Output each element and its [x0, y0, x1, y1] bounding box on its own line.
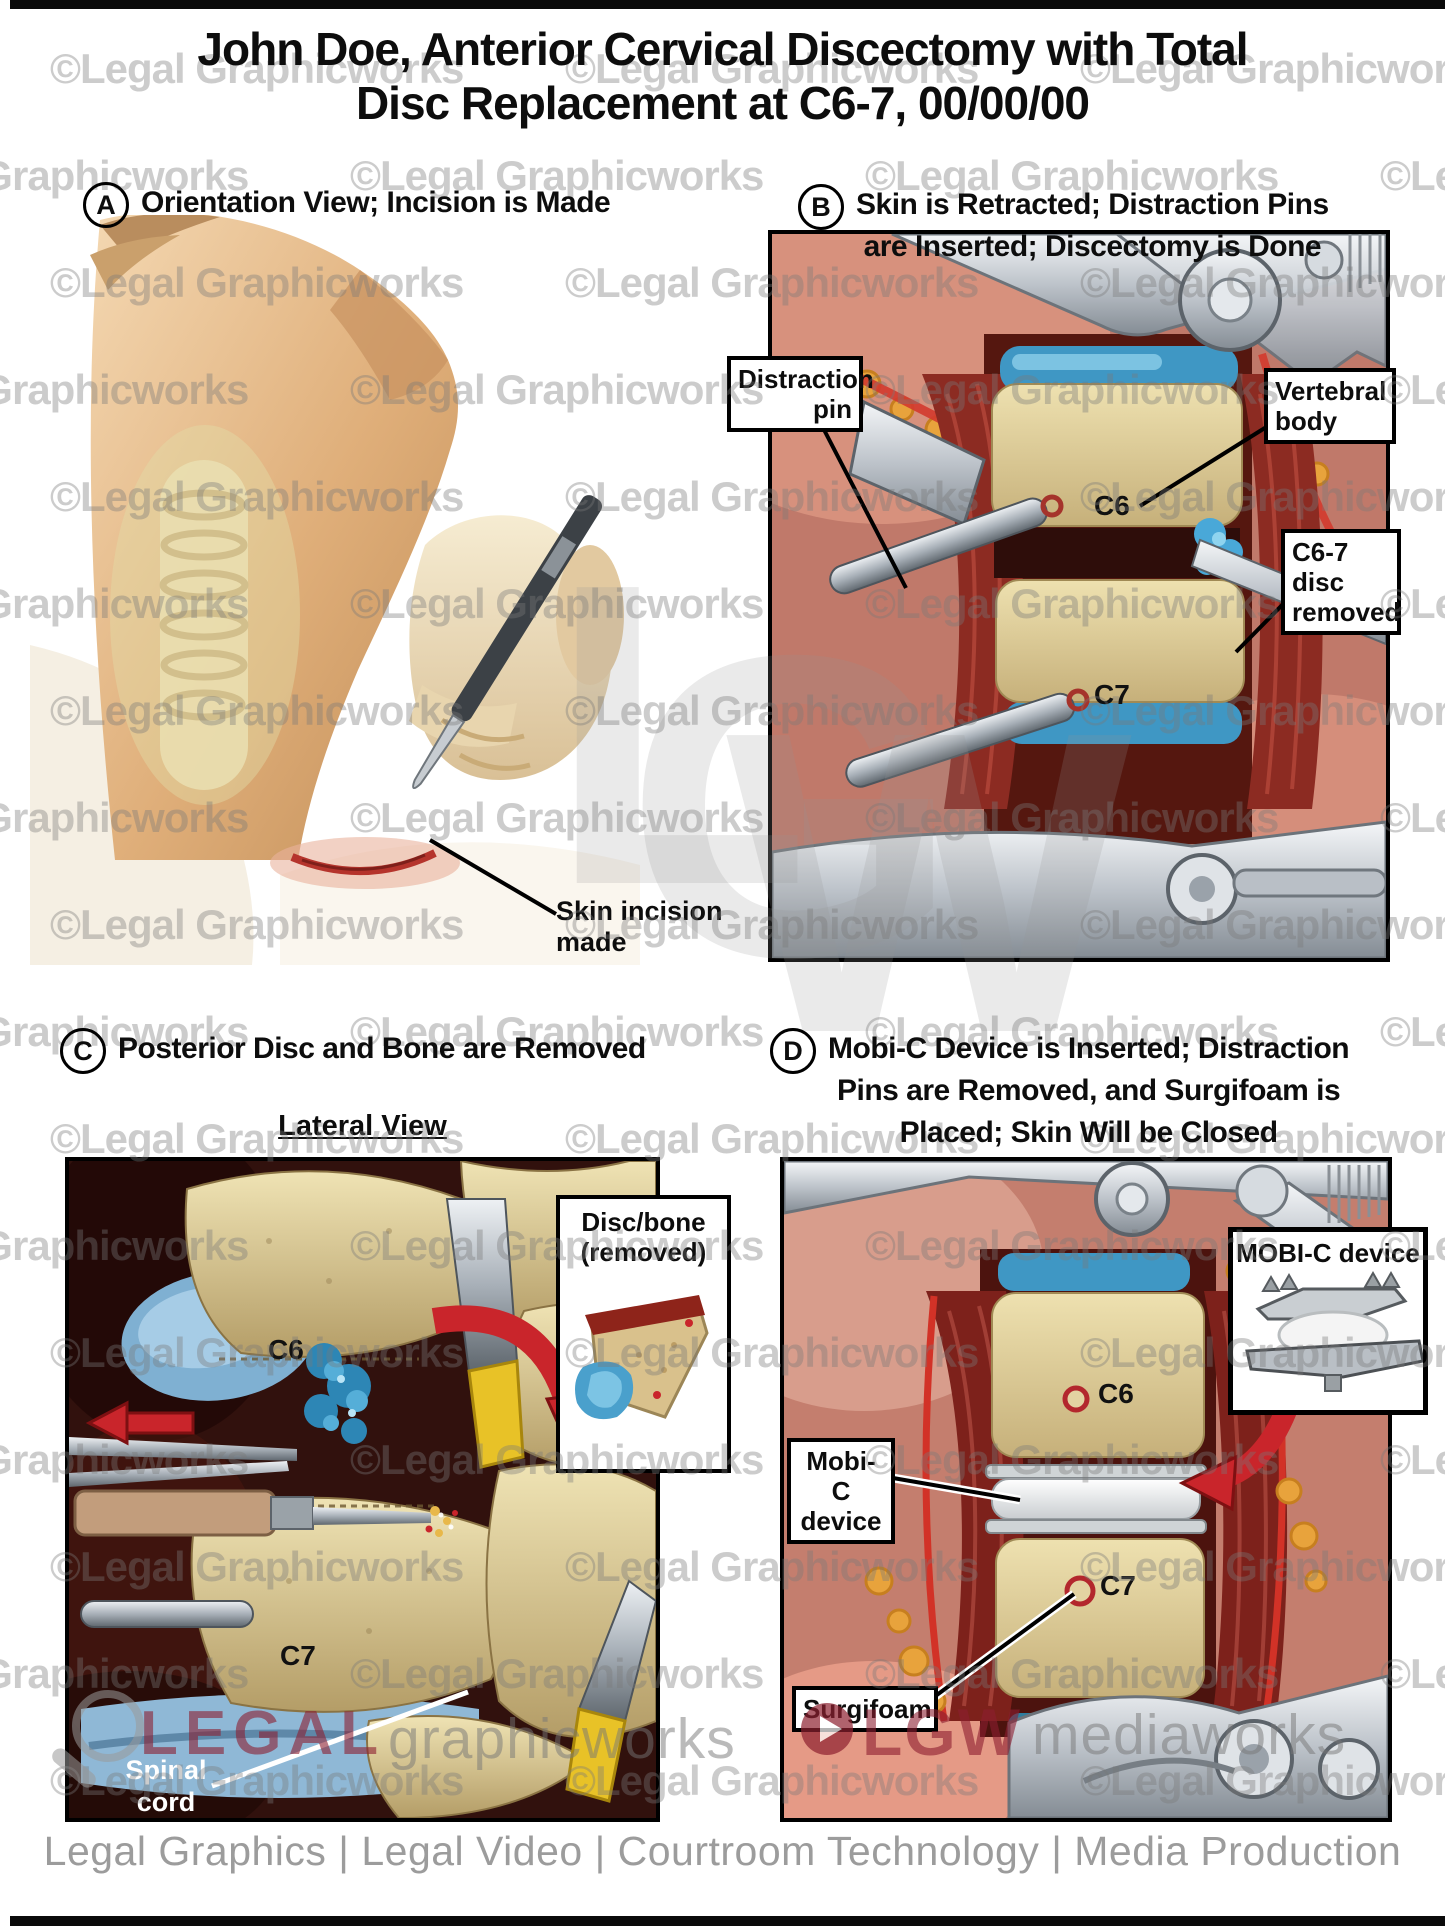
watermark-tile: ©Legal Graphicworks: [1380, 1008, 1445, 1055]
label-mobic-device: Mobi-C device: [787, 1438, 895, 1544]
panel-b-heading-line1: Skin is Retracted; Distraction Pins: [856, 188, 1329, 221]
label-skin-incision: Skin incision made: [556, 896, 723, 957]
label-vertebral-body: Vertebral body: [1264, 368, 1396, 444]
panel-c-heading: Posterior Disc and Bone are Removed: [118, 1032, 646, 1065]
label-c7-panel-b: C7: [1094, 679, 1130, 710]
label-c67-disc-removed: C6-7 disc removed: [1281, 529, 1401, 635]
panel-d-heading-line3: Placed; Skin Will be Closed: [899, 1116, 1279, 1149]
label-disc-bone-removed-inset: Disc/bone (removed): [556, 1195, 731, 1473]
label-c6-panel-b: C6: [1094, 490, 1130, 521]
panel-b-letter-badge: B: [798, 184, 844, 230]
mobic-device-illustration: [1245, 1270, 1425, 1392]
label-c7-panel-c: C7: [280, 1640, 316, 1671]
exhibit-title-line2: Disc Replacement at C6-7, 00/00/00: [355, 77, 1090, 129]
panel-a-header: A Orientation View; Incision is Made: [83, 182, 611, 228]
footer-services-line: Legal Graphics | Legal Video | Courtroom…: [43, 1828, 1402, 1874]
exhibit-title-line1: John Doe, Anterior Cervical Discectomy w…: [197, 23, 1248, 75]
label-distraction-pin: Distraction pin: [727, 356, 874, 432]
top-border-bar: [10, 0, 1445, 9]
disc-bone-fragment-illustration: [574, 1295, 709, 1420]
label-spinal-cord: Spinal cord: [125, 1755, 207, 1817]
panel-d-heading-line2: Pins are Removed, and Surgifoam is: [836, 1074, 1341, 1107]
label-c7-panel-d: C7: [1100, 1570, 1136, 1601]
watermark-tile: ©Legal Graphicworks: [1380, 152, 1445, 199]
panel-d-header: D Mobi-C Device is Inserted; Distraction…: [770, 1028, 1350, 1154]
bottom-border-bar: [10, 1916, 1445, 1926]
panel-b-heading-line2: are Inserted; Discectomy is Done: [863, 230, 1322, 263]
panel-c-letter-badge: C: [60, 1028, 106, 1074]
panel-a-letter-badge: A: [83, 182, 129, 228]
label-surgifoam: Surgifoam: [792, 1686, 938, 1732]
panel-a-illustration: [30, 215, 640, 965]
panel-b-header: B Skin is Retracted; Distraction Pins ar…: [798, 184, 1329, 268]
label-c6-panel-d: C6: [1098, 1378, 1134, 1409]
panel-c-view-label: Lateral View: [278, 1110, 447, 1142]
panel-a-heading: Orientation View; Incision is Made: [141, 186, 611, 219]
label-c6-panel-c: C6: [268, 1334, 304, 1365]
panel-d-letter-badge: D: [770, 1028, 816, 1074]
panel-c-header: C Posterior Disc and Bone are Removed: [60, 1028, 646, 1074]
panel-d-heading-line1: Mobi-C Device is Inserted; Distraction: [828, 1032, 1350, 1065]
label-mobic-inset-title: MOBI-C device: [1236, 1238, 1420, 1268]
label-mobic-inset-box: MOBI-C device: [1228, 1227, 1428, 1415]
